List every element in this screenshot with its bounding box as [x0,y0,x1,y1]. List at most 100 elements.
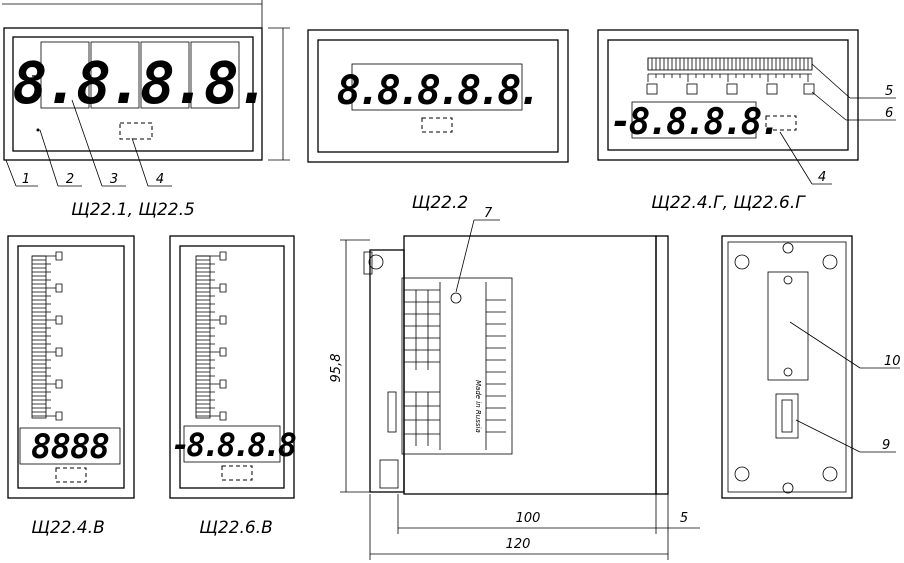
bezel [3,27,263,161]
digit-panel [19,427,121,465]
scale-markers [46,251,63,421]
view-side: Made in Russia 7 95,8 100 5 120 [329,206,700,560]
digit-cell [90,41,140,109]
callout-leader-2 [39,129,59,187]
callout-2: 2 [66,172,74,187]
view-caption: Щ22.1, Щ22.5 [71,200,195,220]
unit-label-window [765,115,797,131]
plate-screw [783,367,793,377]
nameplate-emblem [450,292,462,304]
seven-segment-digits: 8888 [31,427,109,467]
display-window [17,245,125,489]
bezel [307,29,569,163]
display-window [607,39,849,151]
unit-label-window [421,117,453,133]
view-sch222-front: 8.8.8.8.8. Щ22.2 [307,29,569,213]
callout-leader-4 [131,137,149,187]
clamp-screw-head [368,254,384,270]
callout-10: 10 [884,354,901,369]
scale-marker [686,83,698,95]
mounting-point [36,128,40,132]
seven-segment-digits: -8.8.8.8. [610,102,778,143]
nameplate-origin-text: Made in Russia [474,380,482,433]
callout-4b: 4 [818,170,826,185]
callout-leader-5 [811,63,851,99]
callout-leader-4b [779,131,813,185]
view-caption: Щ22.2 [412,193,468,213]
view-sch226v-front: -8.8.8.8 Щ22.6.В [169,235,300,538]
bargraph-segments [647,58,813,70]
plate-screw [783,275,793,285]
side-latch [379,459,399,489]
total-length-dimension-value: 120 [506,537,531,552]
nameplate-grid [404,282,506,450]
display-window [179,245,285,489]
bargraph-segments [196,255,210,417]
scale-marker [646,83,658,95]
digit-cell [40,41,90,109]
bezel-dimension-value: 5 [680,511,688,526]
bargraph-segments [32,255,46,417]
bezel [597,29,859,161]
connector-pins [781,399,793,433]
callout-leader-7 [455,219,475,293]
callout-leader-3 [71,99,103,187]
scale-marker [803,83,815,95]
rear-panel [721,235,853,499]
callout-leader-6 [811,91,847,121]
view-rear: 10 9 [721,235,901,499]
mounting-hole [734,466,750,482]
terminal-cover-plate [767,271,809,381]
mounting-hole [822,254,838,270]
rear-cover [655,235,669,495]
digit-panel [351,63,523,111]
unit-label-window [119,122,153,140]
display-window [317,39,559,153]
digit-panel [183,425,281,463]
callout-6: 6 [885,106,893,121]
digit-cell [190,41,240,109]
callout-4: 4 [156,172,164,187]
seven-segment-digits: 8.8.8.8.8. [337,68,538,114]
cover-screw [782,482,794,494]
view-sch221-front: 8.8.8.8. 1 2 3 4 Щ22.1, Щ22.5 [2,0,290,220]
rear-panel-inner [727,241,847,493]
digit-cell [140,41,190,109]
scale-markers [210,251,227,421]
seven-segment-digits: -8.8.8.8 [171,426,296,464]
callout-7: 7 [484,206,493,221]
height-dimension-value: 95,8 [329,354,344,383]
bezel [7,235,135,499]
bargraph-minor-ticks [647,74,809,82]
connector [775,393,799,439]
callout-1: 1 [22,172,30,187]
digit-panel [631,101,757,139]
mounting-hole [734,254,750,270]
callout-5: 5 [885,84,893,99]
view-caption: Щ22.6.В [199,518,273,538]
clamp-screw [363,251,373,275]
unit-label-window [55,467,87,483]
display-window [12,36,254,152]
mounting-hole [822,466,838,482]
depth-dimension-value: 100 [516,511,541,526]
scale-marker [726,83,738,95]
side-latch [387,391,397,433]
unit-label-window [221,465,253,481]
cover-screw [782,242,794,254]
seven-segment-digits: 8.8.8.8. [12,49,267,117]
callout-9: 9 [882,438,890,453]
view-sch224v-front: 8888 Щ22.4.В [7,235,135,538]
callout-3: 3 [110,172,118,187]
scale-marker [766,83,778,95]
nameplate-label [401,277,513,455]
callout-leader-1 [5,159,17,187]
front-bezel-profile [369,249,405,493]
view-caption: Щ22.4.В [31,518,105,538]
bargraph-scale [647,57,813,71]
view-sch224g-front: -8.8.8.8. 5 6 4 Щ22.4.Г, Щ22.6.Г [597,29,896,213]
callout-leader-10 [789,321,861,369]
view-caption: Щ22.4.Г, Щ22.6.Г [651,193,806,213]
bezel [169,235,295,499]
